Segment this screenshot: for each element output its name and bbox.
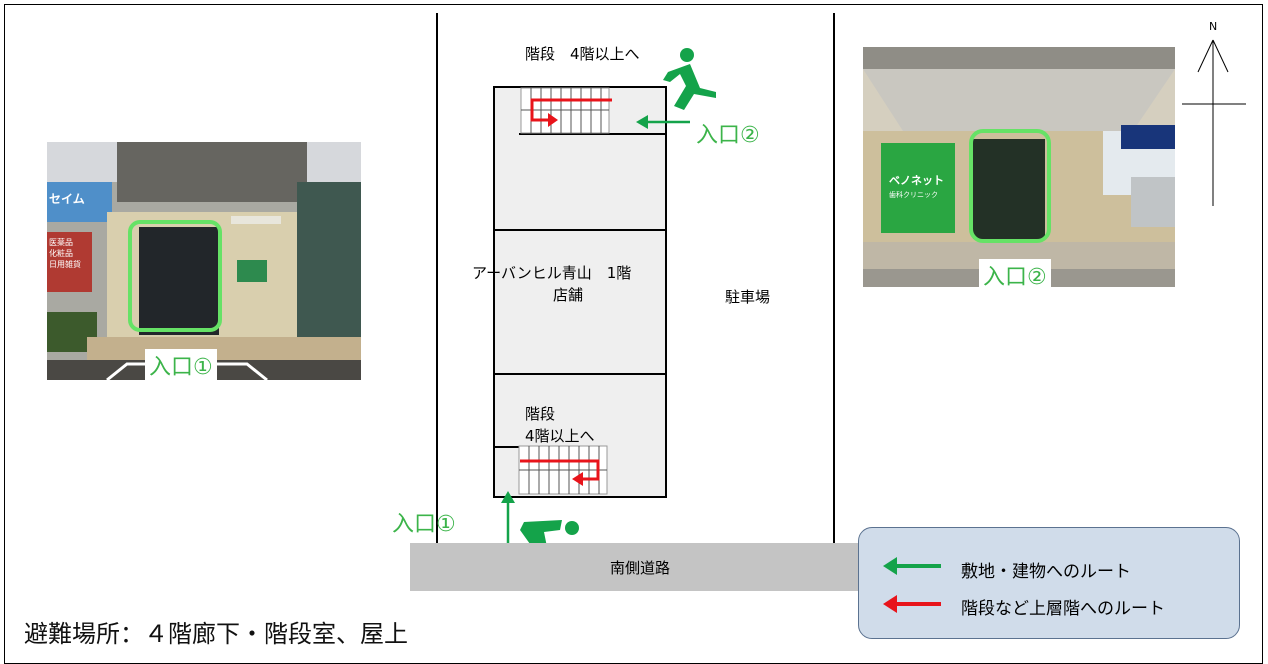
left-boundary-line (436, 13, 438, 547)
stairs-top-label: 階段 4階以上へ (525, 45, 640, 63)
south-road (410, 543, 868, 591)
stairs-bottom-label-line2: 4階以上へ (525, 427, 595, 445)
legend-arrows (883, 557, 941, 613)
building-label-line1: アーバンヒル青山 1階 (472, 264, 632, 282)
photo1-entrance-badge: 入口① (145, 349, 217, 380)
entrance1-photo: セイム 医薬品 化粧品 日用雑貨 入口① (47, 142, 361, 380)
entrance2-map-label: 入口② (696, 123, 760, 148)
building-label-line2: 店舗 (553, 286, 584, 304)
legend-item-stairs-route: 階段など上層階へのルート (961, 599, 1165, 619)
photo2-sign-line2: 歯科クリニック (889, 191, 938, 199)
entrance1-map-label: 入口① (392, 512, 456, 537)
legend-green-arrow-icon (883, 557, 941, 575)
map-lines (493, 39, 1246, 566)
stairs-bottom-label-line1: 階段 (525, 405, 556, 423)
photo1-board-line1: 医薬品 (49, 238, 73, 247)
photo1-store-sign: セイム (49, 192, 85, 206)
entrance1-photo-art (47, 142, 361, 380)
entrance2-photo: ベノネット 歯科クリニック 入口② (863, 47, 1175, 287)
evacuation-text: 避難場所：４階廊下・階段室、屋上 (24, 620, 408, 648)
building-outline (493, 86, 667, 498)
stairs-top-icon (520, 87, 612, 134)
route-legend: 敷地・建物へのルート 階段など上層階へのルート (858, 527, 1240, 639)
stairs-bottom-icon (518, 445, 608, 495)
legend-item-site-route: 敷地・建物へのルート (961, 562, 1131, 582)
photo1-board-line2: 化粧品 (49, 249, 73, 258)
parking-label: 駐車場 (725, 288, 771, 306)
photo2-sign-line1: ベノネット (889, 174, 944, 187)
legend-red-arrow-icon (883, 595, 941, 613)
green-route-arrow-entrance1 (501, 491, 515, 545)
right-boundary-line (833, 13, 835, 546)
running-person-icon-top (663, 48, 716, 110)
north-compass (1182, 39, 1246, 206)
road-label: 南側道路 (610, 559, 671, 577)
green-route-arrow-entrance2 (636, 115, 690, 129)
north-label: N (1209, 20, 1218, 33)
photo2-entrance-badge: 入口② (979, 259, 1051, 287)
photo1-board-line3: 日用雑貨 (49, 260, 81, 269)
entrance2-photo-art (863, 47, 1175, 287)
evacuation-map: 階段 4階以上へ N 入口② アーバンヒル青山 1階 店舗 駐車場 階段 4階以… (4, 4, 1263, 664)
